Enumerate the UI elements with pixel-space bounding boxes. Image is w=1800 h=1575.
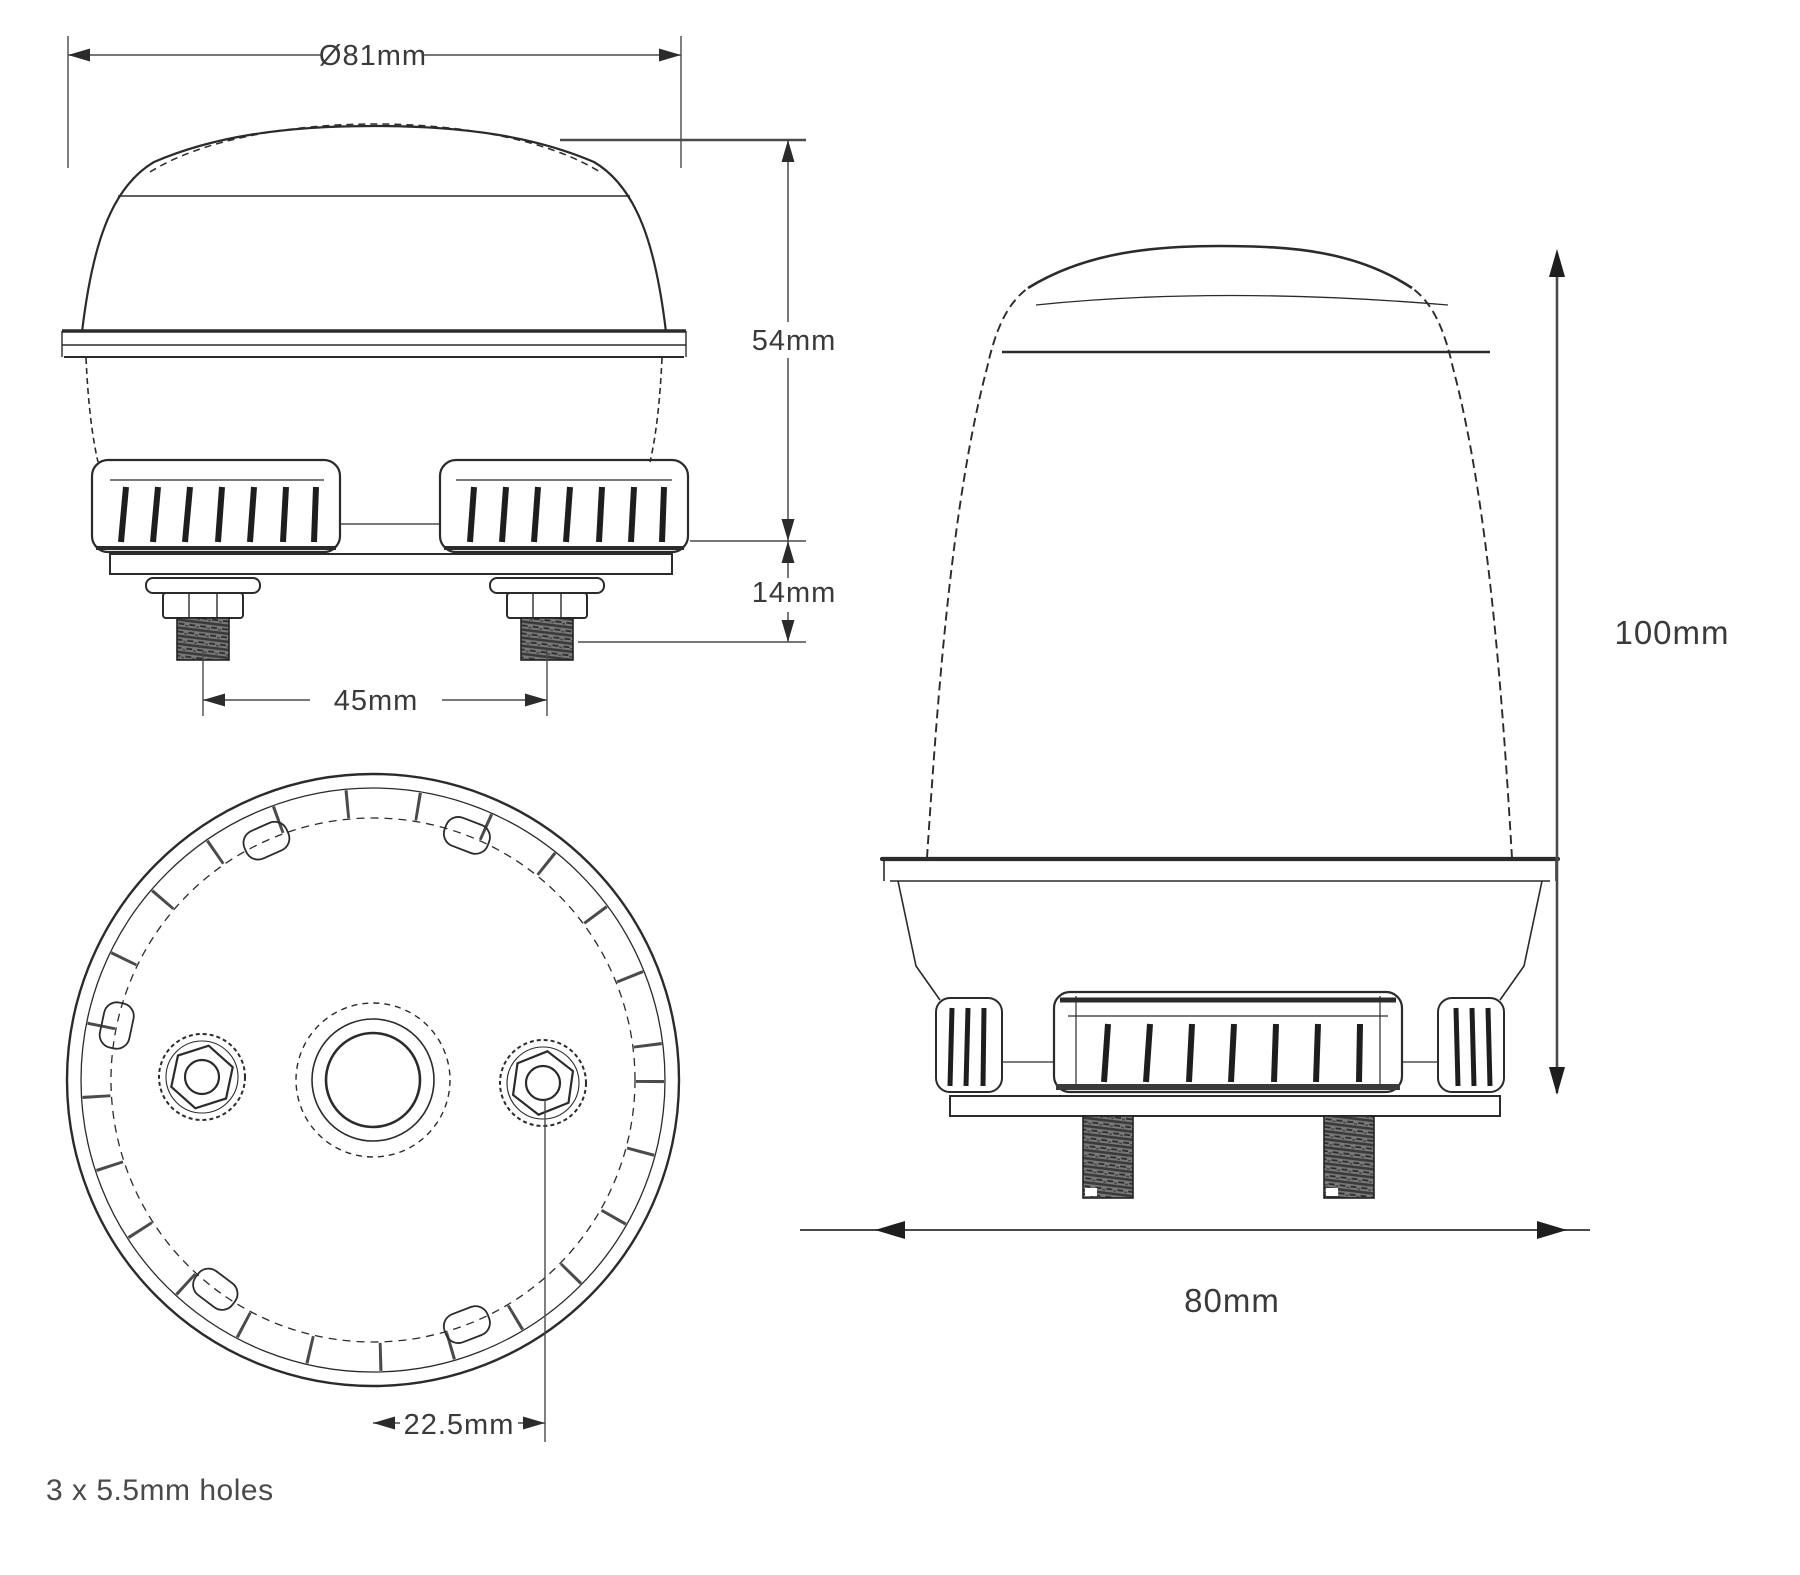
bottom-center-hole	[295, 1002, 451, 1158]
dim-bolt-spacing	[202, 650, 548, 716]
front-fin-block-left	[90, 458, 342, 554]
bottom-nut-right	[499, 1039, 587, 1127]
label-body-height: 54mm	[752, 325, 837, 357]
side-fin-ear-left	[935, 997, 1003, 1093]
label-diameter: Ø81mm	[319, 40, 427, 72]
front-base-plate	[109, 553, 673, 575]
side-view	[800, 244, 1590, 1239]
front-view	[61, 36, 806, 716]
side-stud-right	[1323, 1115, 1375, 1199]
label-overall-height: 100mm	[1614, 614, 1729, 651]
dim-base-height	[578, 540, 806, 643]
bottom-rim-pockets	[98, 816, 491, 1344]
front-band	[61, 329, 687, 358]
front-dome	[80, 123, 668, 333]
side-base-plate	[949, 1095, 1501, 1117]
front-housing-sides	[85, 357, 663, 463]
bottom-nut-left	[158, 1033, 246, 1121]
bottom-view	[65, 772, 681, 1442]
side-fin-block	[1002, 990, 1438, 1094]
dim-overall-width	[800, 1221, 1590, 1239]
label-overall-width: 80mm	[1184, 1282, 1280, 1319]
dim-hole-offset	[373, 1100, 546, 1442]
label-bolt-spacing: 45mm	[334, 685, 419, 717]
label-hole-offset: 22.5mm	[404, 1409, 515, 1441]
dim-overall-height	[1549, 249, 1565, 1095]
front-bolt-left	[145, 577, 261, 661]
dim-diameter	[67, 36, 682, 168]
front-fin-block-right	[438, 458, 690, 554]
bottom-outer-rim	[65, 772, 681, 1388]
side-dome	[926, 244, 1513, 859]
label-mounting-holes-note: 3 x 5.5mm holes	[46, 1474, 274, 1507]
side-fin-ear-right	[1437, 997, 1505, 1093]
dim-body-height	[560, 138, 806, 541]
front-bolt-right	[489, 577, 605, 661]
side-stud-left	[1082, 1115, 1134, 1199]
side-collar	[879, 856, 1561, 1001]
label-base-height: 14mm	[752, 577, 837, 609]
bottom-rim-ticks	[82, 789, 664, 1371]
